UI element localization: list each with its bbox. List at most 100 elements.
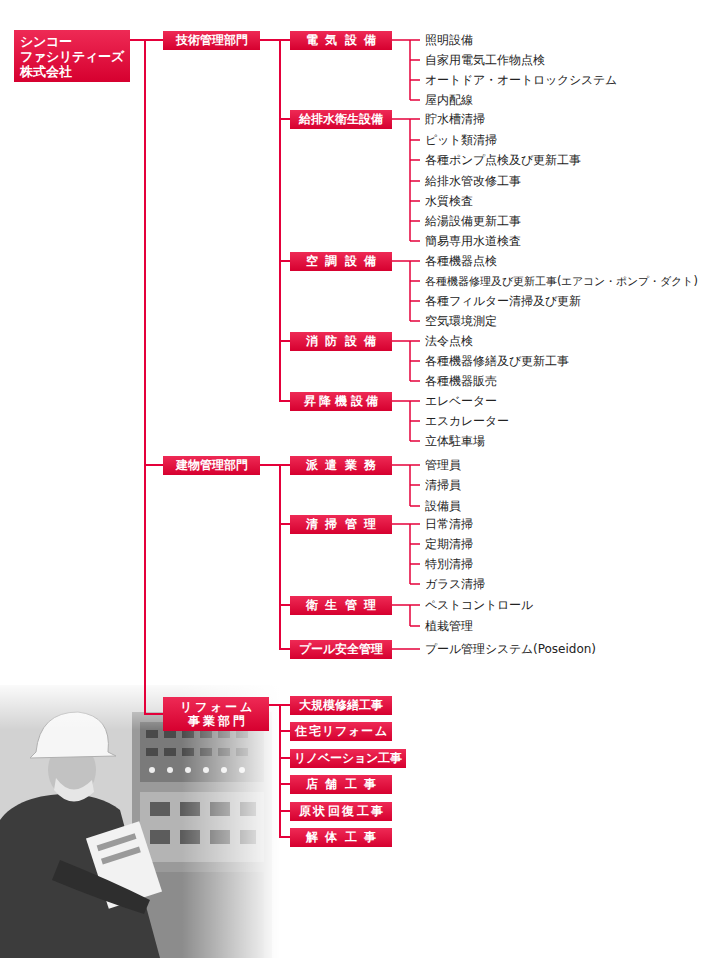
box-label: 店舗工事 bbox=[299, 777, 383, 791]
item-label: 給排水管改修工事 bbox=[425, 174, 521, 189]
service-box: 解体工事 bbox=[290, 828, 392, 847]
service-box: 消防設備 bbox=[290, 332, 392, 351]
item-label: 照明設備 bbox=[425, 33, 473, 48]
box-label: プール安全管理 bbox=[299, 642, 383, 656]
leader-line bbox=[410, 583, 420, 585]
box-label: 解体工事 bbox=[299, 830, 383, 844]
item-label: 各種機器修理及び更新工事(エアコン・ポンプ・ダクト) bbox=[425, 274, 698, 288]
service-box: プール安全管理 bbox=[290, 640, 392, 659]
item-label: オートドア・オートロックシステム bbox=[425, 73, 617, 88]
leader-line bbox=[410, 320, 420, 322]
service-box: 原状回復工事 bbox=[290, 802, 392, 821]
leader-line bbox=[410, 139, 420, 141]
tree-connector bbox=[260, 465, 290, 649]
leader-line bbox=[410, 59, 420, 61]
leader-line bbox=[392, 464, 420, 466]
item-label: 植栽管理 bbox=[425, 619, 473, 634]
box-label: 原状回復工事 bbox=[297, 804, 386, 818]
item-label: 給湯設備更新工事 bbox=[425, 214, 521, 229]
service-box: リノベーション工事 bbox=[290, 749, 406, 768]
tree-connector bbox=[130, 40, 163, 465]
leader-line bbox=[392, 648, 420, 650]
item-label: エスカレーター bbox=[425, 414, 509, 429]
item-label: 清掃員 bbox=[425, 478, 461, 493]
service-box: 昇降機設備 bbox=[290, 392, 392, 411]
item-label: 屋内配線 bbox=[425, 93, 473, 108]
item-label: ペストコントロール bbox=[425, 598, 533, 613]
leader-line bbox=[410, 200, 420, 202]
leader-line bbox=[392, 340, 420, 342]
item-label: 立体駐車場 bbox=[425, 434, 485, 449]
leader-line bbox=[410, 563, 420, 565]
service-box: 衛生管理 bbox=[290, 596, 392, 615]
service-box: 派遣業務 bbox=[290, 456, 392, 475]
leader-line bbox=[410, 543, 420, 545]
item-label: エレベーター bbox=[425, 394, 497, 409]
leader-line bbox=[410, 99, 420, 101]
tree-connector bbox=[260, 40, 290, 341]
item-label: 設備員 bbox=[425, 499, 461, 514]
tree-connector bbox=[130, 40, 163, 714]
item-label: 各種フィルター清掃及び更新 bbox=[425, 294, 581, 309]
item-label: プール管理システム(Poseidon) bbox=[425, 642, 596, 657]
leader-line bbox=[392, 523, 420, 525]
leader-line bbox=[392, 118, 420, 120]
box-label: 空調設備 bbox=[299, 254, 383, 268]
leader-line bbox=[392, 260, 420, 262]
item-label: 法令点検 bbox=[425, 334, 473, 349]
tree-connector bbox=[269, 705, 290, 837]
box-label: 住宅リフォーム bbox=[294, 724, 388, 738]
leader-line bbox=[409, 524, 411, 584]
item-label: 水質検査 bbox=[425, 194, 473, 209]
item-label: 特別清掃 bbox=[425, 557, 473, 572]
leader-line bbox=[410, 180, 420, 182]
leader-line bbox=[410, 220, 420, 222]
tree-connector bbox=[260, 40, 290, 261]
leader-line bbox=[410, 420, 420, 422]
leader-line bbox=[410, 484, 420, 486]
leader-line bbox=[409, 605, 411, 626]
item-label: 簡易専用水道検査 bbox=[425, 234, 521, 249]
item-label: ガラス清掃 bbox=[425, 577, 485, 592]
item-label: 各種機器修繕及び更新工事 bbox=[425, 354, 569, 369]
service-box: 住宅リフォーム bbox=[290, 722, 392, 741]
leader-line bbox=[409, 261, 411, 321]
box-label: リノベーション工事 bbox=[294, 751, 402, 765]
service-box: 店舗工事 bbox=[290, 775, 392, 794]
leader-line bbox=[410, 625, 420, 627]
item-label: 貯水槽清掃 bbox=[425, 112, 485, 127]
box-label: 電気設備 bbox=[299, 33, 383, 47]
leader-line bbox=[410, 380, 420, 382]
department-box: リフォーム 事業部門 bbox=[163, 697, 269, 731]
leader-line bbox=[392, 604, 420, 606]
leader-line bbox=[410, 440, 420, 442]
box-label: 消防設備 bbox=[299, 334, 383, 348]
service-box: 清掃管理 bbox=[290, 515, 392, 534]
service-box: 給排水衛生設備 bbox=[290, 110, 392, 129]
tree-connector bbox=[260, 465, 290, 605]
box-label: 派遣業務 bbox=[299, 458, 383, 472]
tree-connector bbox=[260, 465, 290, 524]
item-label: 日常清掃 bbox=[425, 517, 473, 532]
leader-line bbox=[410, 79, 420, 81]
leader-line bbox=[392, 39, 420, 41]
item-label: 自家用電気工作物点検 bbox=[425, 53, 545, 68]
item-label: 各種機器点検 bbox=[425, 254, 497, 269]
box-label: 給排水衛生設備 bbox=[299, 112, 383, 126]
leader-line bbox=[410, 240, 420, 242]
box-label: シンコー ファシリティーズ 株式会社 bbox=[20, 34, 124, 79]
leader-line bbox=[410, 360, 420, 362]
box-label: 技術管理部門 bbox=[176, 33, 248, 47]
leader-line bbox=[409, 40, 411, 100]
item-label: 空気環境測定 bbox=[425, 314, 497, 329]
item-label: 各種機器販売 bbox=[425, 374, 497, 389]
service-box: 空調設備 bbox=[290, 252, 392, 271]
item-label: 管理員 bbox=[425, 458, 461, 473]
item-label: 定期清掃 bbox=[425, 537, 473, 552]
tree-connector bbox=[260, 40, 290, 119]
department-box: 技術管理部門 bbox=[163, 31, 260, 50]
box-label: リフォーム 事業部門 bbox=[167, 700, 265, 729]
leader-line bbox=[392, 400, 420, 402]
service-box: 電気設備 bbox=[290, 31, 392, 50]
box-label: 清掃管理 bbox=[299, 517, 383, 531]
